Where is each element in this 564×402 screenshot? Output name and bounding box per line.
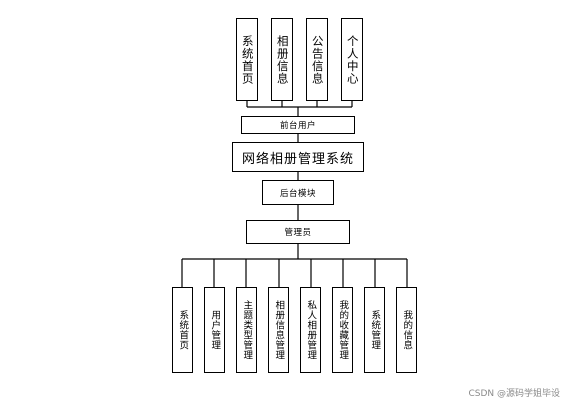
top-module-label: 系统首页 <box>240 34 255 85</box>
top-module-home: 系统首页 <box>236 18 258 101</box>
front-user-box: 前台用户 <box>241 116 355 134</box>
admin-module-system-management: 系统管理 <box>364 287 385 373</box>
top-module-personal-center: 个人中心 <box>341 18 363 101</box>
top-module-label: 公告信息 <box>310 34 325 85</box>
top-module-album-info: 相册信息 <box>271 18 293 101</box>
front-user-label: 前台用户 <box>279 121 316 131</box>
admin-module-user-management: 用户管理 <box>204 287 225 373</box>
backend-module-box: 后台模块 <box>262 180 334 205</box>
admin-module-theme-type-management: 主题类型管理 <box>236 287 257 373</box>
watermark-text: CSDN @源码学姐毕设 <box>468 389 560 399</box>
admin-module-album-info-management: 相册信息管理 <box>268 287 289 373</box>
admin-module-label: 用户管理 <box>209 310 221 350</box>
admin-module-label: 相册信息管理 <box>273 300 285 360</box>
admin-module-my-info: 我的信息 <box>396 287 417 373</box>
admin-module-label: 私人相册管理 <box>305 300 317 360</box>
admin-module-private-album-management: 私人相册管理 <box>300 287 321 373</box>
backend-module-label: 后台模块 <box>279 188 316 199</box>
admin-label: 管理员 <box>284 228 312 238</box>
admin-module-label: 我的收藏管理 <box>337 300 349 360</box>
admin-module-home: 系统首页 <box>172 287 193 373</box>
system-title: 网络相册管理系统 <box>241 151 354 167</box>
admin-module-label: 我的信息 <box>401 310 413 350</box>
admin-box: 管理员 <box>246 220 350 244</box>
admin-module-label: 系统首页 <box>177 310 189 350</box>
system-title-box: 网络相册管理系统 <box>232 142 364 172</box>
admin-module-label: 系统管理 <box>369 310 381 350</box>
admin-module-favorites-management: 我的收藏管理 <box>332 287 353 373</box>
top-module-announcement: 公告信息 <box>306 18 328 101</box>
top-module-label: 相册信息 <box>275 34 290 85</box>
top-module-label: 个人中心 <box>345 34 360 85</box>
admin-module-label: 主题类型管理 <box>241 300 253 360</box>
